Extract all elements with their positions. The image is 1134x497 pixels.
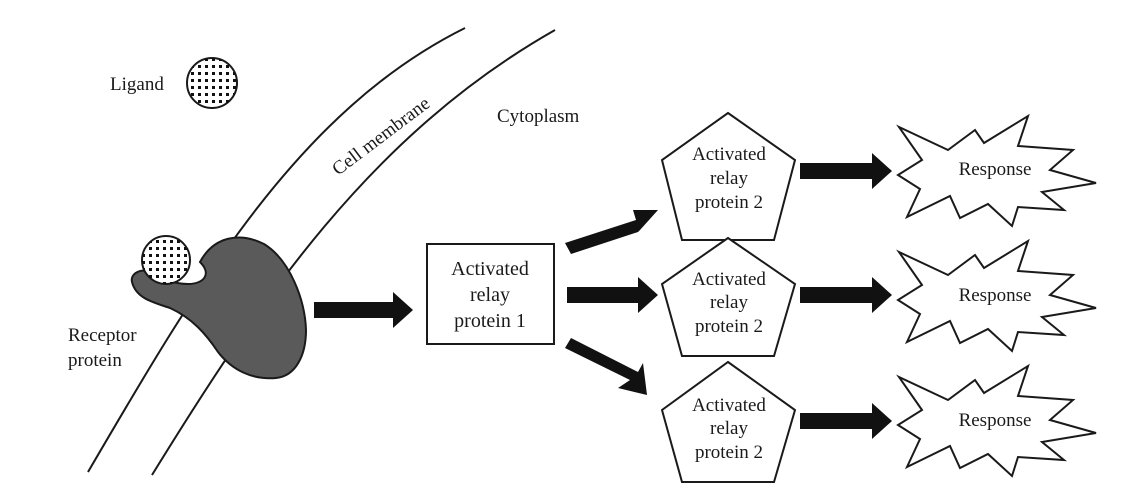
receptor-label-line2: protein: [68, 350, 122, 371]
response-bottom-label: Response: [959, 410, 1032, 431]
relay-protein-2-middle: Activated relay protein 2: [660, 236, 797, 357]
arrow-relay1-to-bottom: [565, 338, 647, 395]
relay1-line1: Activated: [451, 258, 529, 280]
ligand-bound: [141, 235, 191, 285]
relay-protein-1-box: [426, 243, 555, 345]
relay-protein-2-bottom: Activated relay protein 2: [660, 360, 797, 483]
arrow-relay1-to-middle: [567, 277, 658, 313]
ligand-free: [186, 57, 238, 109]
relay2-bottom-line1: Activated: [692, 395, 766, 416]
membrane-inner-line: [151, 29, 556, 476]
cell-membrane-label: Cell membrane: [328, 93, 434, 180]
arrow-relay2-top-to-response: [800, 153, 892, 189]
relay1-line2: relay: [470, 284, 510, 306]
arrow-relay1-to-top: [565, 210, 658, 254]
arrow-receptor-to-relay1: [314, 292, 413, 328]
cytoplasm-label: Cytoplasm: [497, 106, 580, 127]
response-middle: Response: [896, 238, 1097, 353]
relay2-top-line3: protein 2: [695, 192, 763, 213]
arrow-relay2-bottom-to-response: [800, 403, 892, 439]
relay2-middle-line2: relay: [710, 292, 748, 313]
relay2-middle-line3: protein 2: [695, 316, 763, 337]
relay2-top-line2: relay: [710, 168, 748, 189]
receptor-label-line1: Receptor: [68, 325, 137, 346]
relay2-bottom-line2: relay: [710, 418, 748, 439]
response-bottom: Response: [896, 363, 1097, 478]
relay-protein-2-top: Activated relay protein 2: [660, 111, 797, 241]
relay2-top-line1: Activated: [692, 144, 766, 165]
response-top-label: Response: [959, 159, 1032, 180]
relay2-middle-line1: Activated: [692, 269, 766, 290]
response-top: Response: [896, 113, 1097, 228]
response-middle-label: Response: [959, 285, 1032, 306]
ligand-label: Ligand: [110, 74, 164, 95]
relay2-bottom-line3: protein 2: [695, 442, 763, 463]
arrow-relay2-middle-to-response: [800, 277, 892, 313]
membrane-outer-line: [87, 27, 466, 473]
relay1-line3: protein 1: [454, 310, 526, 332]
